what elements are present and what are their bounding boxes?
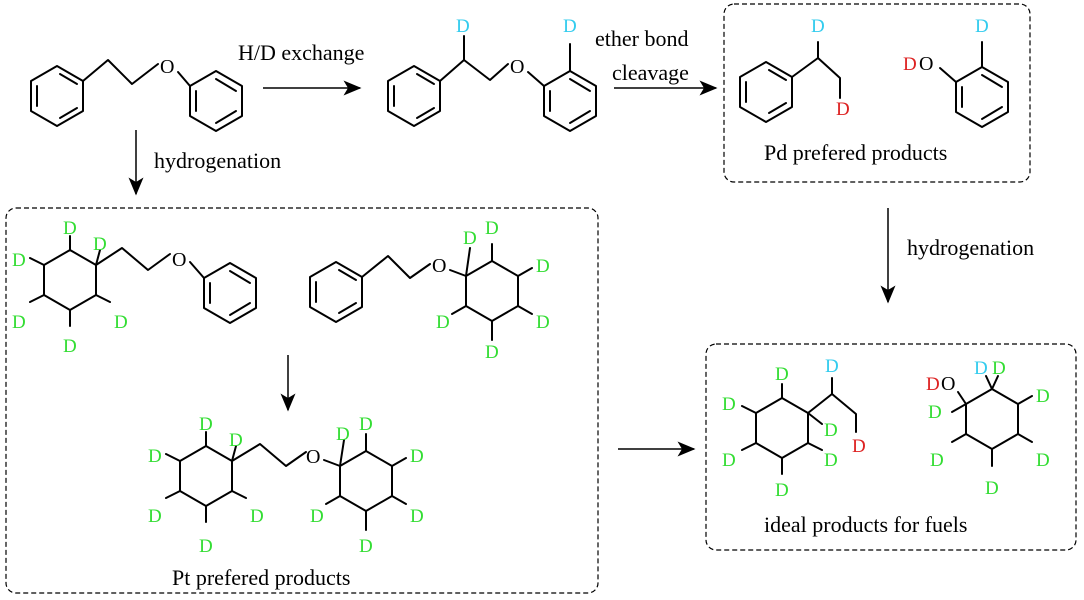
- molecule-phenethyl-phenyl-ether: O: [30, 56, 243, 132]
- deuterium-atom: D: [310, 506, 324, 527]
- deuterium-atom: D: [199, 536, 213, 557]
- deuterium-atom: D: [456, 16, 470, 37]
- deuterium-atom: D: [410, 446, 424, 467]
- deuterium-atom: D: [229, 430, 243, 451]
- molecule-deuterated-ether: O D D: [387, 16, 597, 132]
- ether-bond-label: ether bond: [595, 26, 688, 51]
- deuterium-atom: D: [359, 536, 373, 557]
- deuterium-atom: D: [930, 450, 944, 471]
- deuterium-atom: D: [436, 312, 450, 333]
- hydrogenation-right-label: hydrogenation: [907, 235, 1034, 260]
- deuterium-atom: D: [148, 506, 162, 527]
- deuterium-atom: D: [836, 99, 850, 120]
- deuterium-atom: D: [975, 16, 989, 37]
- deuterium-atom: D: [824, 450, 838, 471]
- pd-products-box: [723, 3, 1031, 183]
- deuterium-atom: D: [1036, 450, 1050, 471]
- deuteroxy-atom: D: [926, 374, 940, 395]
- deuterium-atom: D: [359, 414, 373, 435]
- deuterium-atom: D: [336, 424, 350, 445]
- oxygen-atom: O: [919, 53, 933, 75]
- oxygen-atom: O: [306, 446, 320, 468]
- cleavage-label: cleavage: [612, 60, 689, 85]
- deuterium-atom: D: [775, 364, 789, 385]
- hd-exchange-label: H/D exchange: [238, 40, 364, 65]
- deuterium-atom: D: [148, 446, 162, 467]
- deuterium-atom: D: [463, 228, 477, 249]
- deuterium-atom: D: [824, 420, 838, 441]
- deuterium-atom: D: [1036, 386, 1050, 407]
- deuterium-atom: D: [825, 356, 839, 377]
- deuterium-atom: D: [63, 218, 77, 239]
- deuterium-atom: D: [775, 480, 789, 501]
- oxygen-atom: O: [160, 56, 174, 78]
- ideal-products-box: [705, 343, 1077, 551]
- oxygen-atom: O: [941, 373, 955, 395]
- molecule-phenethyl-d-cyclohexyl-ether: O D D D D D D: [309, 218, 550, 363]
- molecule-ideal-ethylcyclohexane: D D D D D D D D: [722, 356, 866, 501]
- deuterium-atom: D: [485, 218, 499, 239]
- oxygen-atom: O: [510, 56, 524, 78]
- deuterium-atom: D: [852, 436, 866, 457]
- deuterium-atom: D: [63, 336, 77, 357]
- molecule-d-cyclohexylethyl-phenyl-ether: O D D D D D D: [12, 218, 257, 357]
- deuterium-atom: D: [536, 312, 550, 333]
- pt-products-box: [5, 207, 599, 594]
- molecule-ideal-cyclohexanol: D O D D D D D D D: [926, 358, 1050, 499]
- deuterium-atom: D: [536, 256, 550, 277]
- oxygen-atom: O: [432, 255, 446, 277]
- deuterium-atom: D: [992, 358, 1006, 379]
- deuterium-atom: D: [410, 506, 424, 527]
- molecule-pt-product: O D D D D D D D D D D D D: [148, 414, 424, 557]
- deuterium-atom: D: [928, 402, 942, 423]
- pd-products-label: Pd prefered products: [764, 140, 947, 165]
- deuterium-atom: D: [12, 312, 26, 333]
- deuterium-atom: D: [722, 394, 736, 415]
- ideal-products-label: ideal products for fuels: [764, 512, 967, 537]
- deuterium-atom: D: [250, 506, 264, 527]
- deuterium-atom: D: [485, 342, 499, 363]
- molecule-deuterated-ethylbenzene: D D: [739, 16, 850, 123]
- hydrogenation-left-label: hydrogenation: [154, 148, 281, 173]
- molecule-deuterated-phenol: D O D: [903, 16, 1009, 128]
- deuterium-atom: D: [93, 234, 107, 255]
- deuterium-atom: D: [722, 450, 736, 471]
- deuterium-atom: D: [811, 16, 825, 37]
- deuterium-atom: D: [974, 358, 988, 379]
- deuteroxy-atom: D: [903, 54, 917, 75]
- deuterium-atom: D: [985, 478, 999, 499]
- oxygen-atom: O: [172, 249, 186, 271]
- deuterium-atom: D: [199, 414, 213, 435]
- deuterium-atom: D: [563, 16, 577, 37]
- deuterium-atom: D: [12, 250, 26, 271]
- deuterium-atom: D: [114, 312, 128, 333]
- pt-products-label: Pt prefered products: [172, 565, 350, 590]
